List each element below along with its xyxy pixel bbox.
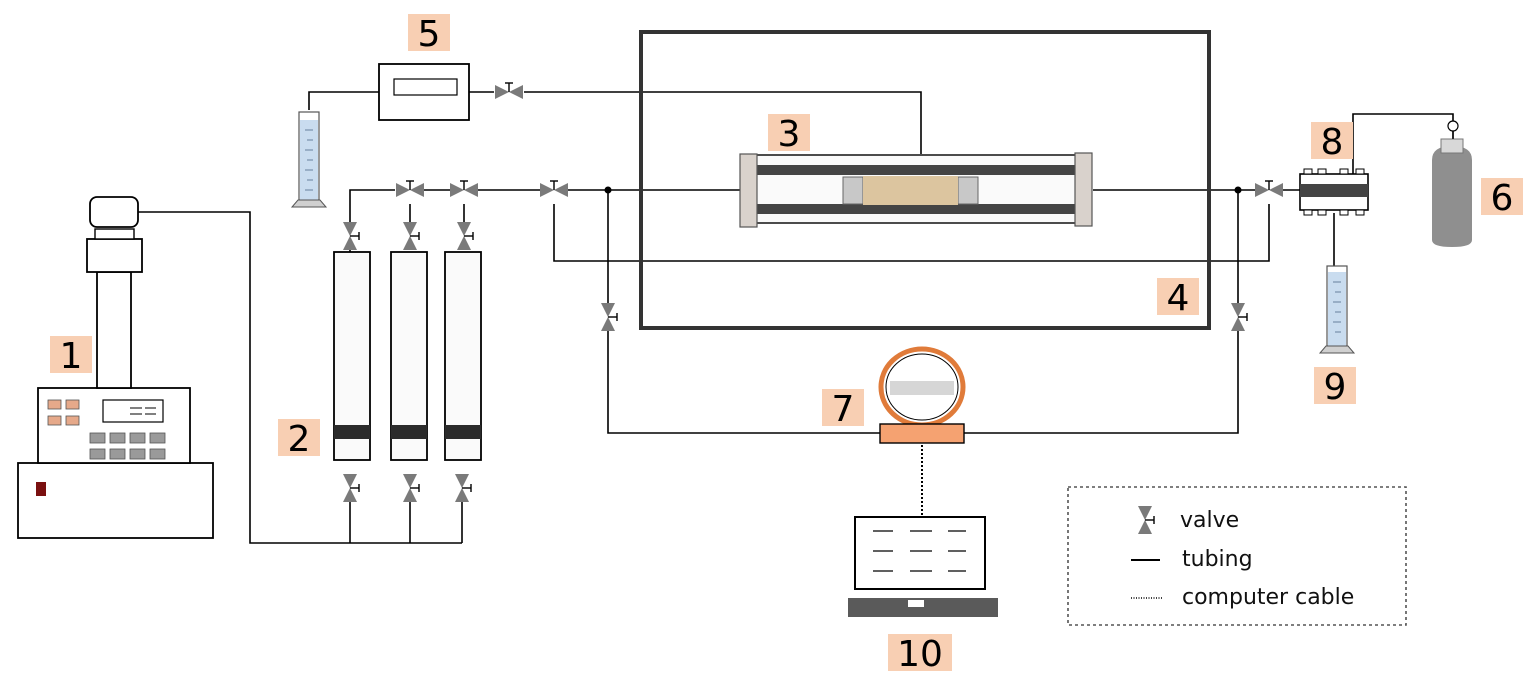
valve-icon: [449, 180, 479, 198]
label-2: 2: [288, 419, 311, 460]
back-pressure-regulator: [1299, 168, 1369, 216]
valve-icon: [539, 180, 569, 198]
legend-computer-cable: computer cable: [1182, 585, 1354, 610]
valve-icon: [342, 221, 360, 251]
label-8: 8: [1321, 122, 1344, 163]
number-labels: 1 2 3 4 5 6 7 8 9 10: [50, 14, 1523, 675]
valve-icon: [402, 221, 420, 251]
graduated-cylinder-9: [1318, 265, 1356, 354]
valve-icon: [1254, 180, 1284, 198]
valve-icon: [1230, 302, 1248, 332]
legend-valve: valve: [1180, 508, 1239, 533]
label-7: 7: [832, 389, 855, 430]
graduated-cylinder-5: [290, 111, 328, 208]
label-9: 9: [1324, 367, 1347, 408]
flow-meter: [378, 63, 470, 121]
legend-tubing: tubing: [1182, 547, 1253, 572]
valve-icon: [456, 221, 474, 251]
legend: valve tubing computer cable: [1067, 486, 1407, 626]
valve-icon: [600, 302, 618, 332]
laptop: [848, 516, 998, 617]
syringe-pump: [17, 196, 214, 539]
oven: [639, 30, 1211, 330]
label-1: 1: [60, 336, 83, 377]
label-3: 3: [778, 114, 801, 155]
pressure-gauge: [878, 346, 966, 444]
accumulators: [333, 250, 482, 461]
valve-icon: [494, 82, 524, 100]
gas-cylinder: [1432, 120, 1472, 247]
valve-icon: [402, 473, 420, 503]
core-holder: [739, 152, 1093, 228]
label-5: 5: [418, 14, 441, 55]
valve-icon: [454, 473, 472, 503]
label-4: 4: [1167, 278, 1190, 319]
valves: [342, 82, 1284, 503]
label-6: 6: [1491, 178, 1514, 219]
label-10: 10: [897, 634, 943, 675]
valve-icon: [342, 473, 360, 503]
valve-icon: [395, 180, 425, 198]
